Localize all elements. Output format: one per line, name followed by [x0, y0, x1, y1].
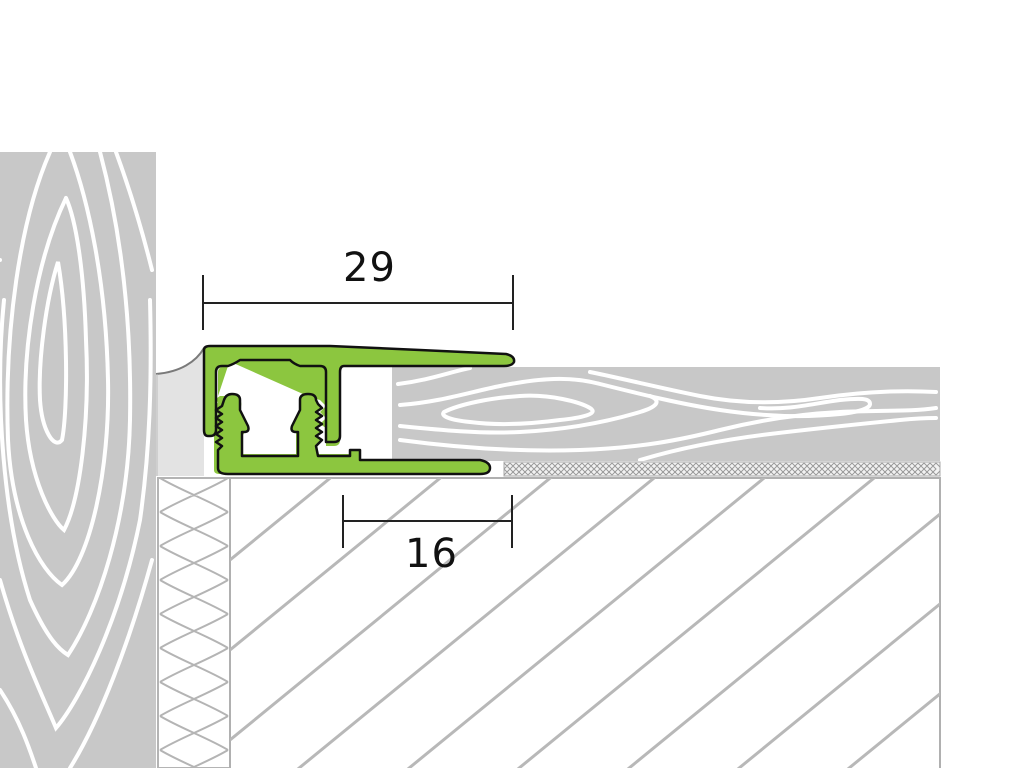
underlay	[503, 461, 941, 477]
floor-plank	[392, 367, 940, 461]
sealant-gap	[155, 347, 205, 476]
transition-profile	[202, 344, 516, 476]
dimension-bottom-width	[342, 495, 513, 548]
dimension-label-16: 16	[405, 531, 458, 577]
subfloor	[229, 477, 941, 768]
dimension-top-width	[202, 275, 514, 330]
wall	[0, 152, 156, 768]
dimension-label-29: 29	[343, 245, 396, 291]
insulation-strip	[157, 477, 231, 768]
